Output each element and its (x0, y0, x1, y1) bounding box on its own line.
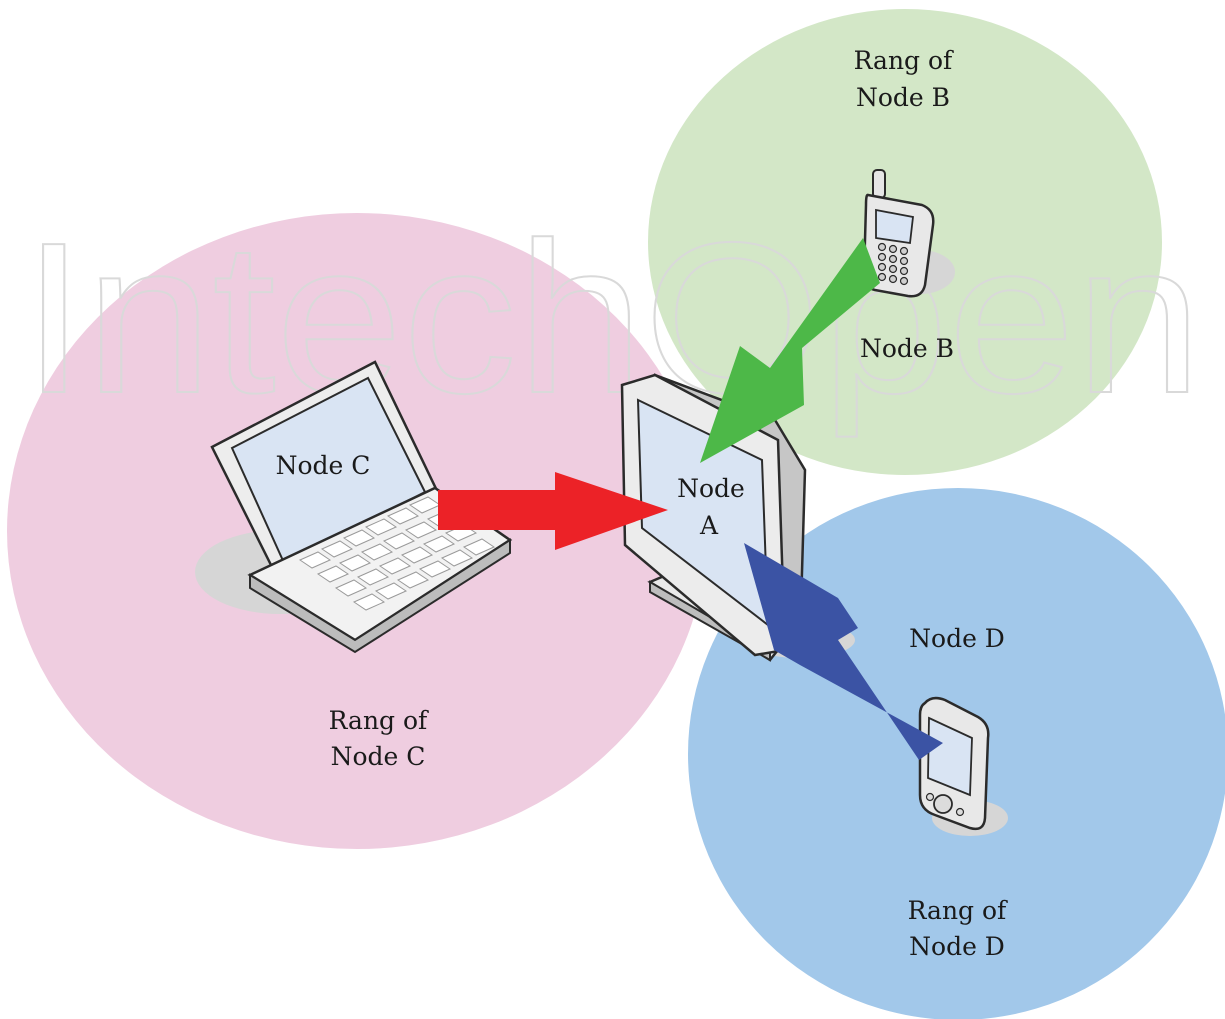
range-d-label-line1: Rang of (908, 896, 1008, 925)
node-c-label: Node C (276, 451, 371, 480)
arrow-node-b-to-a (700, 238, 880, 463)
range-c-label-line2: Node C (331, 742, 426, 771)
mobile-phone-icon (862, 169, 955, 298)
node-a-label-line1: Node (677, 474, 745, 503)
range-b-label-line2: Node B (856, 83, 950, 112)
watermark: IntechOpen (22, 197, 1202, 438)
pda-icon (918, 696, 1008, 836)
arrow-node-c-to-a (438, 472, 668, 550)
node-d-label: Node D (909, 624, 1005, 653)
range-d-label-line2: Node D (909, 932, 1005, 961)
node-b-label: Node B (860, 334, 954, 363)
node-a-label-line2: A (699, 511, 719, 540)
range-b-label-line1: Rang of (854, 46, 954, 75)
range-c-label-line1: Rang of (329, 706, 429, 735)
arrow-node-d-to-a (744, 543, 943, 760)
